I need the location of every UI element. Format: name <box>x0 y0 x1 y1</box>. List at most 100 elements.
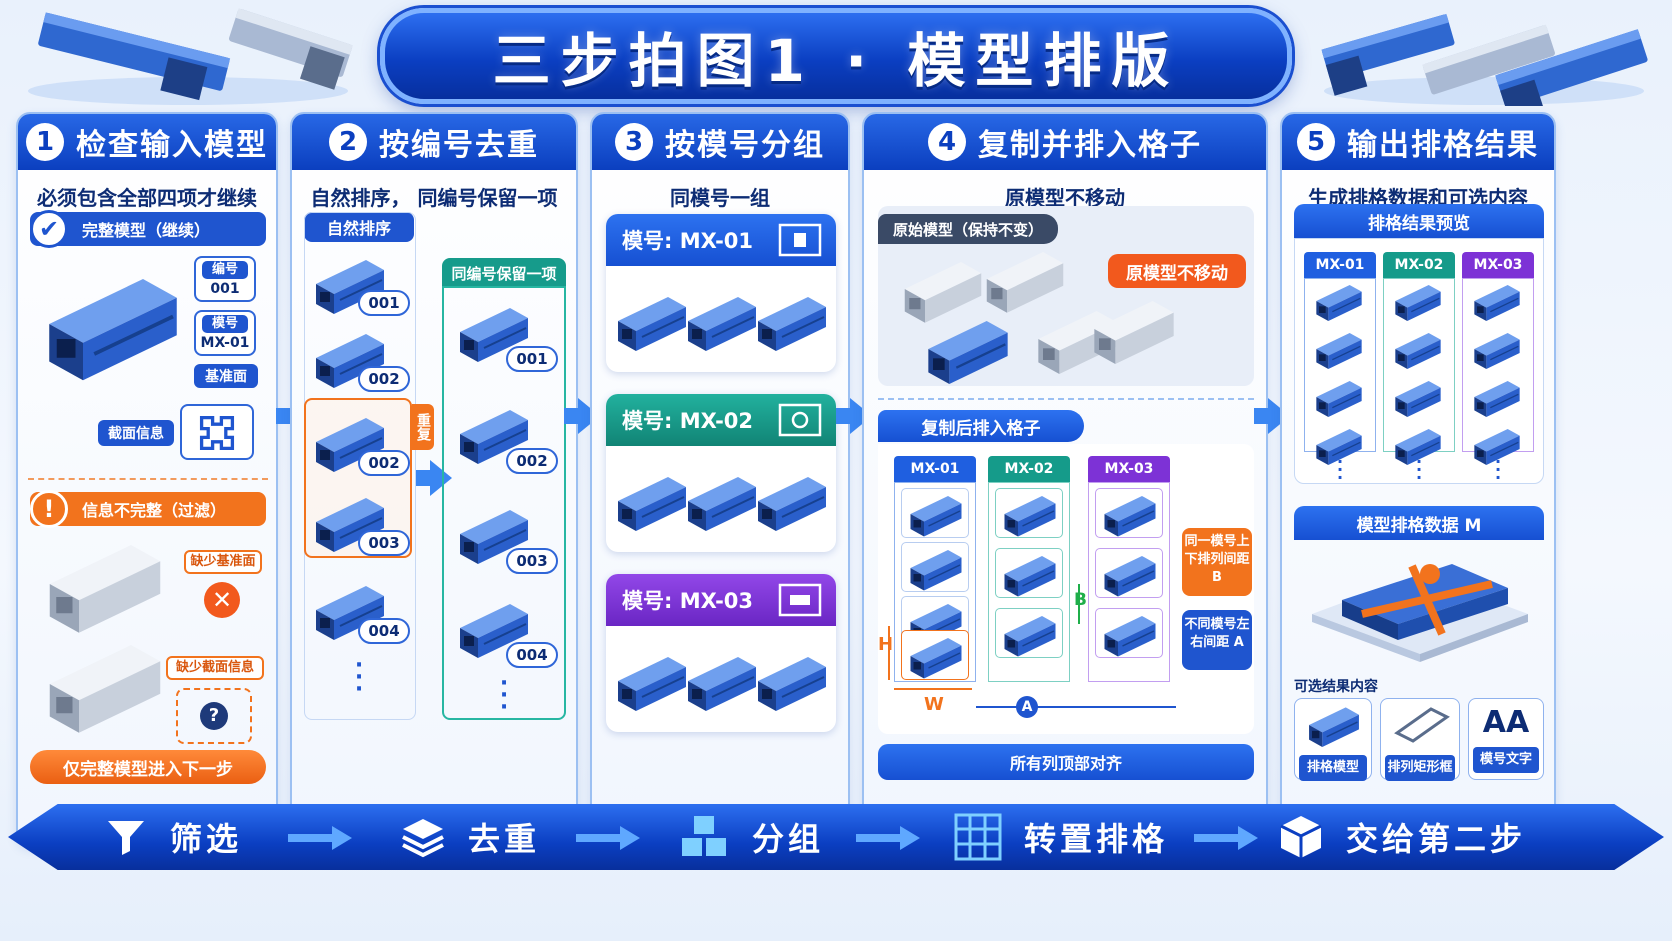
kept-label-text: 同编号保留一项 <box>451 264 557 283</box>
group-profile <box>682 276 762 366</box>
column-check-input: 1 检查输入模型 必须包含全部四项才继续 完整模型（继续） ✔ 编号 001 模… <box>16 112 278 846</box>
divider <box>878 398 1254 400</box>
model-icon <box>1304 703 1364 747</box>
preview-label: 排格结果预览 <box>1294 204 1544 238</box>
column-5-title: 输出排格结果 <box>1347 128 1539 163</box>
incomplete-model-label: 信息不完整（过滤） <box>30 492 266 526</box>
data-label: 模型排格数据 M <box>1294 506 1544 540</box>
column-4-title: 复制并排入格子 <box>978 128 1202 163</box>
column-3-subtitle: 同模号一组 <box>670 186 770 210</box>
group-header: 模号: MX-01 <box>606 214 836 266</box>
tag-mold: 模号 MX-01 <box>194 310 256 356</box>
dimension-a: A <box>1016 696 1038 718</box>
group-profile <box>682 636 762 726</box>
kept-id-1: 001 <box>506 346 558 372</box>
note-spacing-b: 同一模号上下排列间距 B <box>1182 528 1252 596</box>
question-icon: ? <box>200 702 228 730</box>
kept-id-3: 003 <box>506 548 558 574</box>
original-profile <box>1086 294 1182 364</box>
grid-header-mx01: MX-01 <box>894 456 976 482</box>
tag-plane: 基准面 <box>194 364 258 388</box>
kept-label: 同编号保留一项 <box>442 258 566 288</box>
missing-section-box: ? <box>176 688 252 744</box>
section-icon <box>778 583 822 617</box>
bottom-step-filter: 筛选 <box>104 804 242 870</box>
preview-profile <box>1307 377 1371 417</box>
preview-profile <box>1465 281 1529 321</box>
sorted-label-text: 自然排序 <box>326 219 391 238</box>
preview-profile <box>1465 377 1529 417</box>
column-3-header: 3 按模号分组 <box>592 114 848 170</box>
preview-header-mx01: MX-01 <box>1304 252 1376 278</box>
sorted-label: 自然排序 <box>304 212 414 242</box>
column-1-header: 1 检查输入模型 <box>18 114 276 170</box>
group-card-mx02: 模号: MX-02 <box>606 394 836 552</box>
section-icon-box <box>180 404 254 460</box>
column-dedupe: 2 按编号去重 自然排序， 同编号保留一项 自然排序 001 002 重复 00… <box>290 112 578 846</box>
tag-id: 编号 001 <box>194 256 256 302</box>
group-profile <box>752 276 832 366</box>
tag-id-value: 001 <box>210 281 240 297</box>
flow-arrow-inner <box>416 460 452 496</box>
bottom-arrow-icon <box>288 826 352 850</box>
more-dots: ··· <box>354 653 364 702</box>
title-banner: 三步拍图1 · 模型排版 <box>380 8 1292 104</box>
step-number: 2 <box>329 123 367 161</box>
step-number: 3 <box>615 123 653 161</box>
optional-label: 可选结果内容 <box>1294 679 1378 695</box>
preview-column <box>1304 278 1376 452</box>
column-group: 3 按模号分组 同模号一组 模号: MX-01 模号: MX-02 模号: MX… <box>590 112 850 846</box>
sorted-id-5: 004 <box>358 618 410 644</box>
preview-profile <box>1307 281 1371 321</box>
bottom-step-label: 筛选 <box>170 820 243 858</box>
bottom-process-bar: 筛选 去重 分组 转置排格 交给第二步 <box>8 804 1664 870</box>
grid-cell <box>1095 548 1163 598</box>
note-spacing-a: 不同模号左右间距 A <box>1182 610 1252 670</box>
bottom-step-dedupe: 去重 <box>400 804 540 870</box>
preview-label-text: 排格结果预览 <box>1368 213 1470 234</box>
sorted-id-1: 001 <box>358 290 410 316</box>
dimension-h-line <box>888 626 890 680</box>
cell-profile <box>1100 551 1160 597</box>
column-4-footer: 所有列顶部对齐 <box>878 744 1254 780</box>
text-icon: AA <box>1482 705 1530 740</box>
duplicate-label: 重复 <box>412 404 434 450</box>
dimension-w: W <box>924 694 944 715</box>
option-model: 排格模型 <box>1294 698 1372 781</box>
option-text-label: 模号文字 <box>1473 747 1539 773</box>
section-icon <box>778 403 822 437</box>
tag-mold-value: MX-01 <box>200 335 250 351</box>
column-1-footer-text: 仅完整模型进入下一步 <box>63 759 233 780</box>
divider <box>28 478 268 480</box>
sorted-id-3: 002 <box>358 450 410 476</box>
preview-header-mx02: MX-02 <box>1383 252 1455 278</box>
layers-icon <box>402 819 444 858</box>
group-profile <box>682 456 762 546</box>
aluminum-profiles-decoration-left <box>28 8 353 105</box>
section-icon <box>778 223 822 257</box>
cell-profile <box>1000 551 1060 597</box>
bottom-arrow-icon <box>856 826 920 850</box>
grid-cell <box>995 488 1063 538</box>
kept-list <box>442 286 566 720</box>
section-icon <box>195 411 239 455</box>
copy-label-text: 复制后排入格子 <box>921 418 1041 439</box>
close-icon: ✕ <box>204 582 240 618</box>
missing-plane-tag: 缺少基准面 <box>184 550 262 574</box>
page-title: 三步拍图1 · 模型排版 <box>492 27 1180 95</box>
cell-profile <box>1100 491 1160 537</box>
tag-section: 截面信息 <box>98 420 174 446</box>
step-number: 5 <box>1297 123 1335 161</box>
group-profile <box>612 456 692 546</box>
grid-cell <box>995 608 1063 658</box>
group-profile <box>752 636 832 726</box>
data-label-text: 模型排格数据 M <box>1356 515 1482 536</box>
more-dots: ··· <box>1494 452 1502 487</box>
funnel-icon <box>108 821 144 855</box>
bottom-arrow-icon <box>576 826 640 850</box>
column-1-title: 检查输入模型 <box>76 128 268 163</box>
more-dots: ··· <box>1336 452 1344 487</box>
note-spacing-b-text: 同一模号上下排列间距 B <box>1184 534 1250 585</box>
column-1-subtitle: 必须包含全部四项才继续 <box>37 186 257 210</box>
bottom-step-group: 分组 <box>678 804 824 870</box>
